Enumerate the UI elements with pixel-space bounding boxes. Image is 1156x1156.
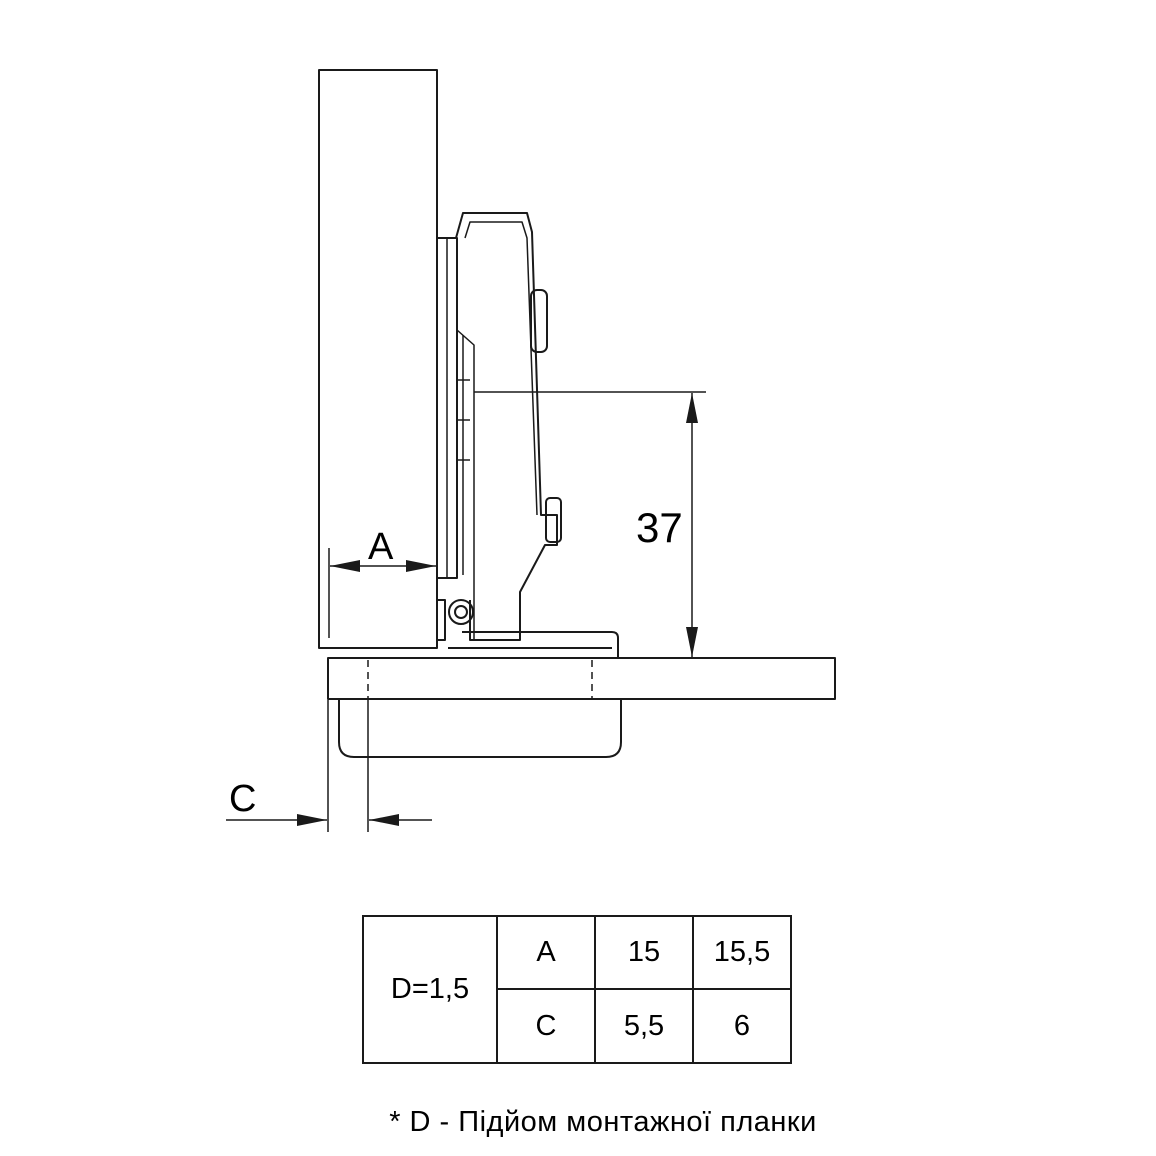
value-cell: 5,5 <box>594 988 694 1064</box>
dim-37-label: 37 <box>636 504 683 551</box>
value-cell: 6 <box>692 988 792 1064</box>
param-cell: A <box>496 915 596 990</box>
door-panel <box>318 69 438 649</box>
mount-plate-base <box>338 700 622 758</box>
table-row: C 5,5 6 <box>363 988 792 1064</box>
table-row: D=1,5 A 15 15,5 <box>362 915 792 1064</box>
value-cell: 15 <box>594 915 694 990</box>
cabinet-side <box>327 657 836 700</box>
param-cell: C <box>496 988 596 1064</box>
dim-c-label: C <box>229 778 257 820</box>
spec-table: D=1,5 A 15 15,5 C 5,5 6 <box>362 915 792 1064</box>
hinge-body <box>437 212 619 658</box>
footnote: * D - Підйом монтажної планки <box>389 1106 817 1138</box>
dim-a-label: A <box>368 526 394 568</box>
d-cell: D=1,5 <box>362 915 498 1064</box>
value-cell: 15,5 <box>692 915 792 990</box>
